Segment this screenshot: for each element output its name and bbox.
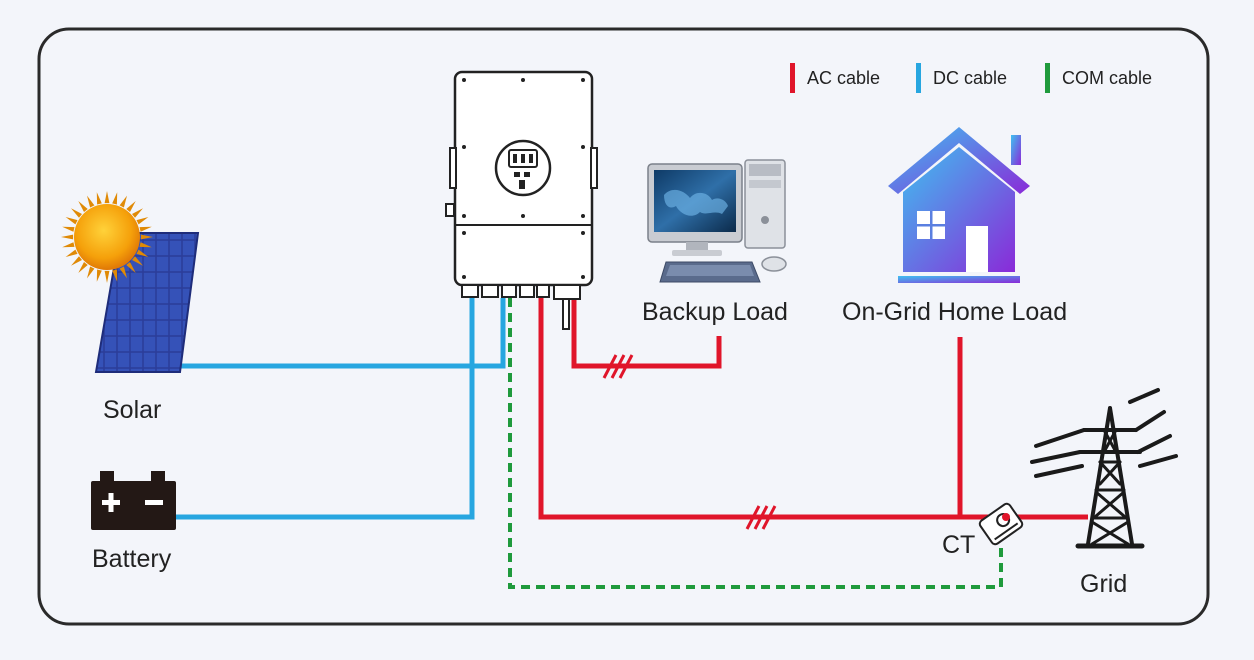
sun-ray (65, 217, 78, 225)
sun-ray (87, 266, 95, 279)
legend-com: COM cable (1045, 62, 1152, 94)
sun-ray (65, 249, 78, 257)
sun-ray (112, 192, 118, 205)
computer-icon (647, 159, 787, 283)
dc-cable-label: DC cable (933, 67, 1008, 88)
sun-ray (136, 249, 149, 257)
ct-label: CT (942, 531, 976, 559)
dc-cables (176, 298, 506, 520)
sun-ray (62, 226, 75, 232)
ac-cables (538, 298, 1088, 520)
sun-ray (132, 208, 143, 218)
sun-ray (136, 217, 149, 225)
sun-ray (104, 191, 110, 204)
battery-icon (91, 471, 176, 530)
sun-icon (61, 191, 153, 283)
sun-ray (132, 256, 143, 266)
com-cable (508, 298, 1003, 589)
solar-label: Solar (103, 396, 162, 424)
home-load-label: On-Grid Home Load (842, 298, 1068, 326)
legend-dc: DC cable (916, 62, 1007, 94)
sun-ray (112, 269, 118, 282)
grid-label: Grid (1080, 570, 1128, 598)
sun-ray (119, 195, 127, 208)
inverter-icon (445, 70, 598, 330)
sun-ray (96, 192, 102, 205)
battery-dc-cable (176, 298, 475, 520)
house-icon (888, 127, 1030, 283)
sun-ray (87, 195, 95, 208)
com-cable-label: COM cable (1062, 67, 1153, 88)
battery-label: Battery (92, 545, 172, 573)
ac-cable-label: AC cable (807, 67, 881, 88)
sun-ray (119, 266, 127, 279)
legend-ac: AC cable (790, 62, 880, 94)
sun-ray (78, 201, 88, 212)
ac-cable-hash-marks (602, 354, 777, 530)
sun-ray (96, 269, 102, 282)
sun-ray (71, 256, 82, 266)
sun-ray (62, 242, 75, 248)
dc-cable-swatch (916, 63, 921, 93)
sun-ray (104, 270, 110, 283)
backup-ac-cable (571, 298, 722, 369)
backup-load-label: Backup Load (642, 298, 788, 326)
sun-ray (139, 242, 152, 248)
sun-ray (61, 234, 74, 240)
sun-ray (140, 234, 153, 240)
sun-ray (71, 208, 82, 218)
ct-clamp-icon (978, 502, 1024, 546)
grid-ac-cable (538, 298, 1088, 520)
transmission-tower-icon (1030, 388, 1178, 549)
com-cable-swatch (1045, 63, 1050, 93)
solar-dc-cable (178, 298, 506, 369)
sun-ray (139, 226, 152, 232)
ac-cable-swatch (790, 63, 795, 93)
sun-ray (78, 262, 88, 273)
ct-sensor-dot (1002, 513, 1010, 521)
sun-ray (126, 262, 136, 273)
sun-ray (126, 201, 136, 212)
